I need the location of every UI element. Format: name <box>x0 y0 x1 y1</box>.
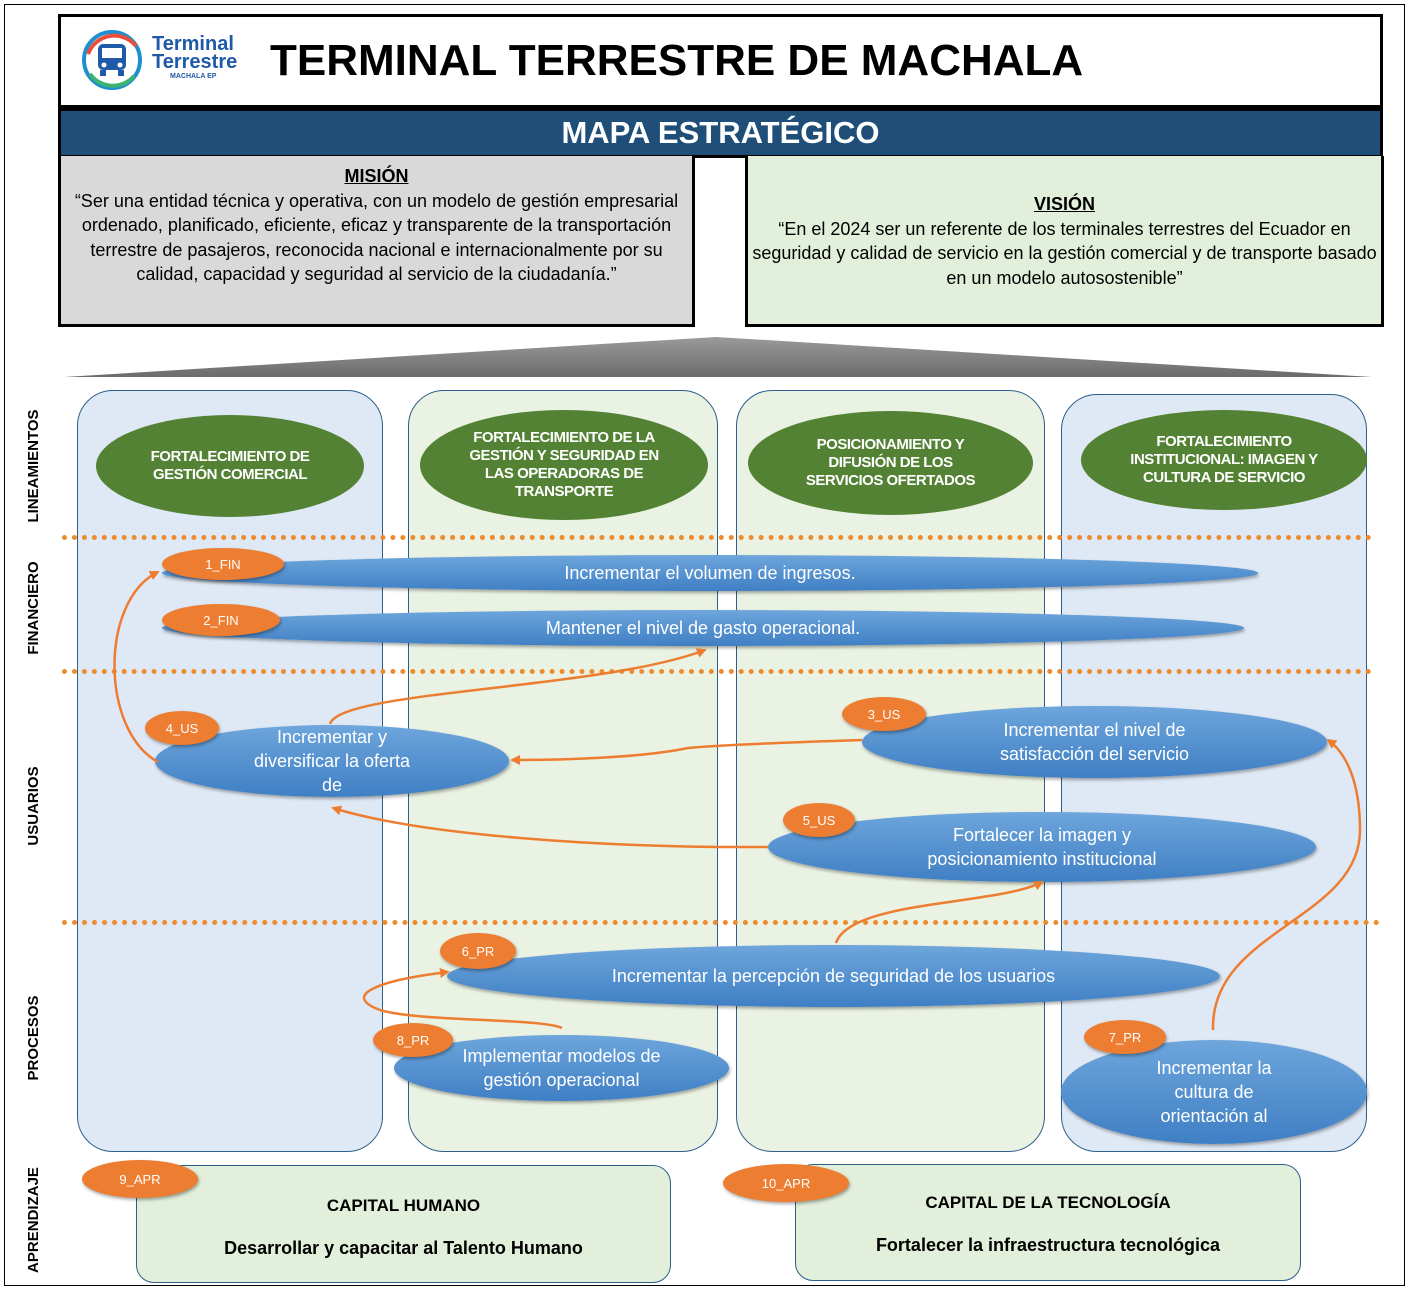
mision-heading: MISIÓN <box>344 166 409 186</box>
objective-1-fin: Incrementar el volumen de ingresos. <box>162 555 1258 591</box>
page-title: TERMINAL TERRESTRE DE MACHALA <box>270 36 1084 85</box>
tag-7-pr: 7_PR <box>1084 1020 1166 1054</box>
arrow-5us-to-4us <box>331 805 769 849</box>
bus-logo-icon <box>82 30 142 90</box>
tag-10-apr: 10_APR <box>723 1164 849 1202</box>
tag-4-us: 4_US <box>145 711 219 745</box>
capital-humano-title: CAPITAL HUMANO <box>326 1196 481 1215</box>
objective-6-pr: Incrementar la percepción de seguridad d… <box>447 945 1220 1007</box>
arrow-6pr-to-5us <box>834 880 1044 944</box>
page-frame <box>4 4 1405 1286</box>
objective-7-pr: Incrementar la cultura de orientación al <box>1061 1040 1367 1144</box>
objective-3-us: Incrementar el nivel de satisfacción del… <box>862 706 1327 778</box>
capital-tecnologia-text: Fortalecer la infraestructura tecnológic… <box>875 1235 1221 1255</box>
logo-text-terminal: Terminal <box>152 33 234 55</box>
section-band: MAPA ESTRATÉGICO <box>58 108 1383 158</box>
arrow-7pr-to-3us <box>1211 738 1362 1031</box>
arrow-8pr-to-6pr <box>363 967 563 1030</box>
aprendizaje-capital-humano: CAPITAL HUMANO Desarrollar y capacitar a… <box>136 1165 671 1283</box>
lineamiento-gestion-seguridad: FORTALECIMIENTO DE LA GESTIÓN Y SEGURIDA… <box>420 410 708 520</box>
tag-1-fin: 1_FIN <box>162 548 284 580</box>
objective-5-us: Fortalecer la imagen y posicionamiento i… <box>768 812 1316 882</box>
logo-text-terrestre: Terrestre <box>152 51 238 73</box>
vision-text: “En el 2024 ser un referente de los term… <box>752 218 1377 288</box>
vision-box: VISIÓN “En el 2024 ser un referente de l… <box>745 156 1384 327</box>
capital-tecnologia-title: CAPITAL DE LA TECNOLOGÍA <box>925 1193 1171 1212</box>
tag-9-apr: 9_APR <box>82 1160 198 1198</box>
logo <box>76 24 256 94</box>
separator-financiero <box>62 535 1372 540</box>
separator-usuarios <box>62 669 1372 674</box>
roof-shape <box>64 337 1372 377</box>
objective-4-us: Incrementar y diversificar la oferta de <box>155 725 509 797</box>
lineamiento-gestion-comercial: FORTALECIMIENTO DE GESTIÓN COMERCIAL <box>96 415 364 517</box>
logo-text-machala: MACHALA EP <box>170 73 217 80</box>
tag-3-us: 3_US <box>842 697 926 731</box>
arrow-4us-to-1fin <box>113 570 160 764</box>
lineamiento-posicionamiento: POSICIONAMIENTO Y DIFUSIÓN DE LOS SERVIC… <box>748 411 1033 515</box>
capital-humano-text: Desarrollar y capacitar al Talento Human… <box>224 1238 583 1258</box>
lineamiento-imagen-cultura: FORTALECIMIENTO INSTITUCIONAL: IMAGEN Y … <box>1081 410 1367 510</box>
objective-2-fin: Mantener el nivel de gasto operacional. <box>162 610 1244 646</box>
objective-8-pr: Implementar modelos de gestión operacion… <box>394 1035 729 1101</box>
tag-8-pr: 8_PR <box>373 1023 453 1057</box>
arrow-3us-to-4us <box>510 738 863 765</box>
header <box>58 14 1383 108</box>
mision-text: “Ser una entidad técnica y operativa, co… <box>74 190 679 285</box>
tag-2-fin: 2_FIN <box>162 604 280 636</box>
separator-procesos <box>62 920 1380 925</box>
tag-5-us: 5_US <box>783 803 855 837</box>
vision-heading: VISIÓN <box>1033 194 1095 214</box>
arrow-4us-to-2fin <box>328 648 707 725</box>
tag-6-pr: 6_PR <box>440 933 516 969</box>
mision-box: MISIÓN “Ser una entidad técnica y operat… <box>58 156 695 327</box>
aprendizaje-capital-tecnologia: CAPITAL DE LA TECNOLOGÍA Fortalecer la i… <box>795 1164 1301 1281</box>
